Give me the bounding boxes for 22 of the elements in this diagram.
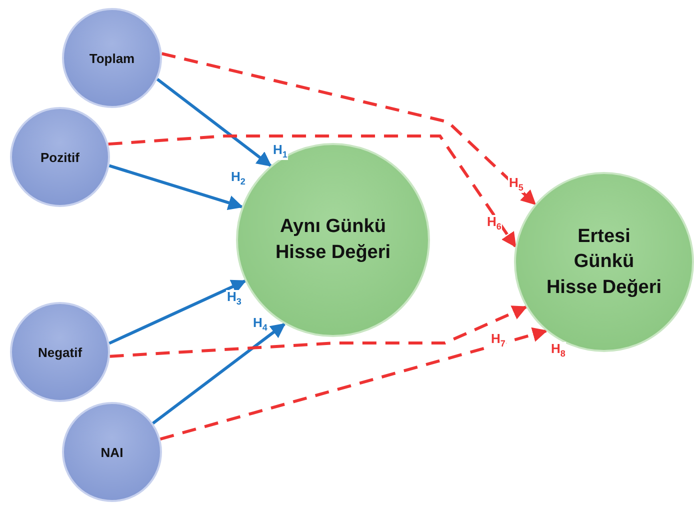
node-label: NAI xyxy=(100,444,124,460)
node-label: Toplam xyxy=(89,50,135,66)
arrow xyxy=(156,78,272,167)
edge-label: H$_{6}$ xyxy=(486,215,502,232)
arrow xyxy=(110,306,528,358)
edge-label: H$_{1}$ xyxy=(272,143,288,160)
arrow xyxy=(108,164,244,210)
arrow xyxy=(108,134,517,248)
edge-label: H$_{3}$ xyxy=(226,290,242,308)
edge-label: H$_{7}$ xyxy=(490,332,506,350)
edge-label: H$_{5}$ xyxy=(508,176,524,194)
edge-label: H$_{2}$ xyxy=(230,170,246,188)
arrow xyxy=(161,52,536,206)
node-label: Negatif xyxy=(38,344,82,360)
arrow xyxy=(152,322,286,425)
edge-label: H$_{8}$ xyxy=(550,342,566,360)
edge-label: H$_{4}$ xyxy=(252,316,268,334)
node-label: Pozitif xyxy=(40,150,80,164)
arrow xyxy=(108,280,246,345)
node-label: Ertesi Günkü Hisse Değeri xyxy=(546,224,662,300)
arrow xyxy=(160,327,548,440)
node-label: Aynı Günkü Hisse Değeri xyxy=(274,215,392,265)
